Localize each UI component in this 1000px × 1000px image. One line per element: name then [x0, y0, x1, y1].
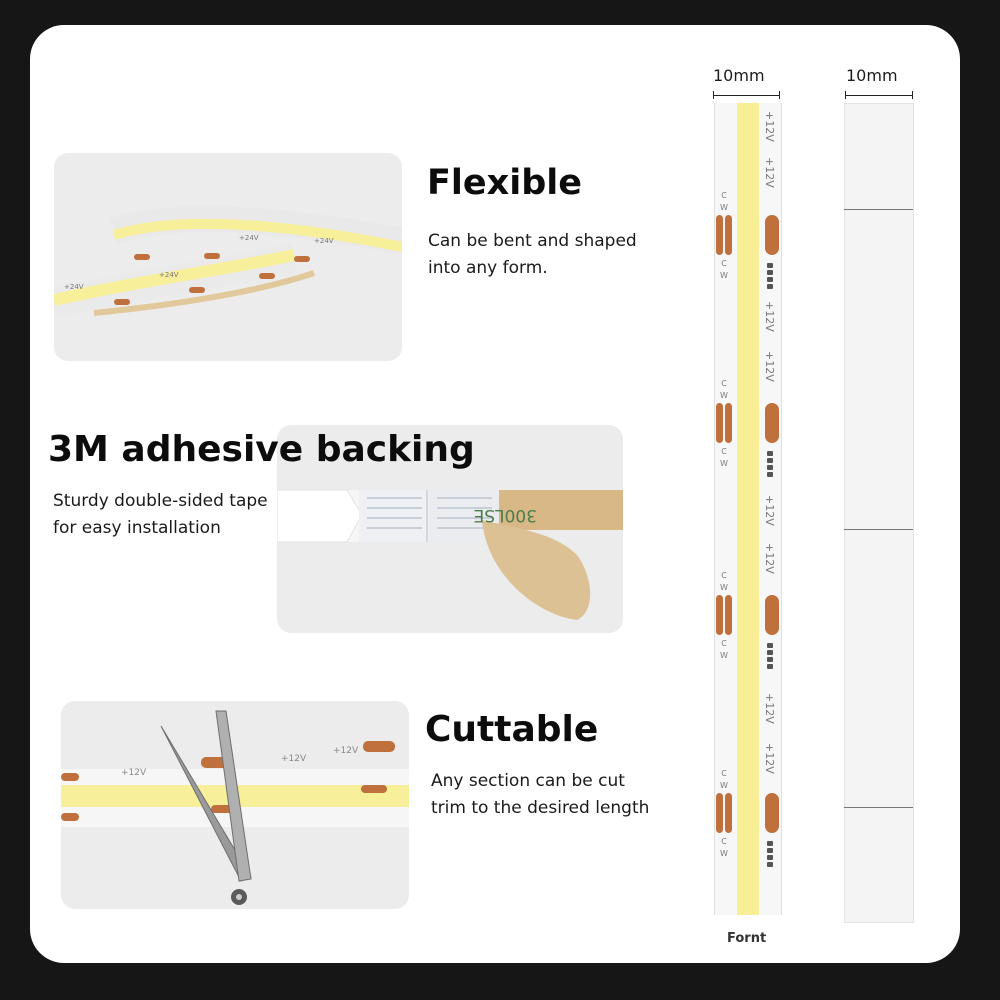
- back-width-label: 10mm: [846, 66, 898, 85]
- strip-print-voltage: +24V: [314, 237, 334, 245]
- adhesive-description: Sturdy double-sided tape for easy instal…: [53, 488, 268, 542]
- pad-label-w: W: [720, 849, 728, 858]
- pad-label-c: C: [721, 571, 727, 580]
- copper-pad-left: [725, 793, 732, 833]
- copper-pad-left: [725, 215, 732, 255]
- strip-voltage-label: +12V: [763, 111, 776, 142]
- bent-strip-illustration: +24V +24V +24V +24V: [54, 206, 402, 318]
- copper-pad-right: [765, 595, 779, 635]
- copper-pad-right: [765, 793, 779, 833]
- front-width-label: 10mm: [713, 66, 765, 85]
- cuttable-title: Cuttable: [425, 709, 599, 750]
- pad-label-w: W: [720, 203, 728, 212]
- pad-label-c: C: [721, 837, 727, 846]
- copper-pad-left: [725, 595, 732, 635]
- resistor-dots: [767, 451, 773, 479]
- pad-label-w: W: [720, 459, 728, 468]
- adhesive-title: 3M adhesive backing: [48, 429, 475, 470]
- strip-print-voltage: +12V: [121, 768, 147, 778]
- cuttable-strip-photo: +12V +12V +12V: [61, 701, 409, 909]
- strip-print-voltage: +24V: [159, 271, 179, 279]
- front-width-tick-right: [779, 91, 780, 99]
- strip-voltage-label: +12V: [763, 743, 776, 774]
- copper-pad-right: [765, 215, 779, 255]
- flexible-desc-line-2: into any form.: [428, 258, 548, 278]
- back-segment-line: [844, 807, 913, 808]
- pad-label-w: W: [720, 391, 728, 400]
- strip-voltage-label: +12V: [763, 693, 776, 724]
- strip-voltage-label: +12V: [763, 301, 776, 332]
- resistor-dots: [767, 841, 773, 869]
- front-caption: Fornt: [727, 931, 767, 946]
- adhesive-tape-photo: 300LSE: [277, 425, 623, 633]
- back-width-tick-right: [912, 91, 913, 99]
- strip-voltage-label: +12V: [763, 351, 776, 382]
- copper-pads: [114, 253, 310, 305]
- copper-pad-left: [716, 595, 723, 635]
- pad-label-c: C: [721, 447, 727, 456]
- pad-label-c: C: [721, 639, 727, 648]
- pad-label-c: C: [721, 259, 727, 268]
- pad-label-w: W: [720, 781, 728, 790]
- tape-peel-illustration: 300LSE: [277, 489, 623, 620]
- flexible-strip-photo: +24V +24V +24V +24V: [54, 153, 402, 361]
- back-segment-line: [844, 209, 913, 210]
- scissors-cut-illustration: +12V +12V +12V: [61, 710, 409, 905]
- copper-pad-left: [716, 793, 723, 833]
- flexible-description: Can be bent and shaped into any form.: [428, 228, 637, 282]
- cuttable-description: Any section can be cut trim to the desir…: [431, 768, 649, 822]
- copper-pad-left: [716, 403, 723, 443]
- back-width-tick-left: [845, 91, 846, 99]
- strip-print-voltage: +12V: [333, 746, 359, 756]
- strip-print-voltage: +24V: [64, 283, 84, 291]
- back-width-dimension-line: [845, 95, 913, 96]
- strip-print-voltage: +12V: [281, 754, 307, 764]
- pad-label-c: C: [721, 769, 727, 778]
- resistor-dots: [767, 263, 773, 291]
- strip-print-voltage: +24V: [239, 234, 259, 242]
- flexible-title: Flexible: [427, 163, 583, 203]
- flexible-desc-line-1: Can be bent and shaped: [428, 231, 637, 251]
- strip-voltage-label: +12V: [763, 157, 776, 188]
- led-emitting-line: [737, 103, 759, 915]
- adhesive-desc-line-1: Sturdy double-sided tape: [53, 491, 268, 511]
- pad-label-c: C: [721, 379, 727, 388]
- copper-pad-left: [716, 215, 723, 255]
- back-segment-line: [844, 529, 913, 530]
- front-width-dimension-line: [713, 95, 780, 96]
- pad-label-w: W: [720, 583, 728, 592]
- pad-label-w: W: [720, 651, 728, 660]
- pad-label-w: W: [720, 271, 728, 280]
- copper-pad-left: [725, 403, 732, 443]
- front-width-tick-left: [713, 91, 714, 99]
- resistor-dots: [767, 643, 773, 671]
- product-card: +24V +24V +24V +24V Flexible Can be bent…: [30, 25, 960, 963]
- copper-pad-right: [765, 403, 779, 443]
- adhesive-desc-line-2: for easy installation: [53, 518, 221, 538]
- cuttable-desc-line-1: Any section can be cut: [431, 771, 625, 791]
- cuttable-desc-line-2: trim to the desired length: [431, 798, 650, 818]
- pad-label-c: C: [721, 191, 727, 200]
- tape-print-text: 300LSE: [474, 505, 537, 525]
- strip-voltage-label: +12V: [763, 495, 776, 526]
- strip-voltage-label: +12V: [763, 543, 776, 574]
- back-strip: [844, 103, 914, 923]
